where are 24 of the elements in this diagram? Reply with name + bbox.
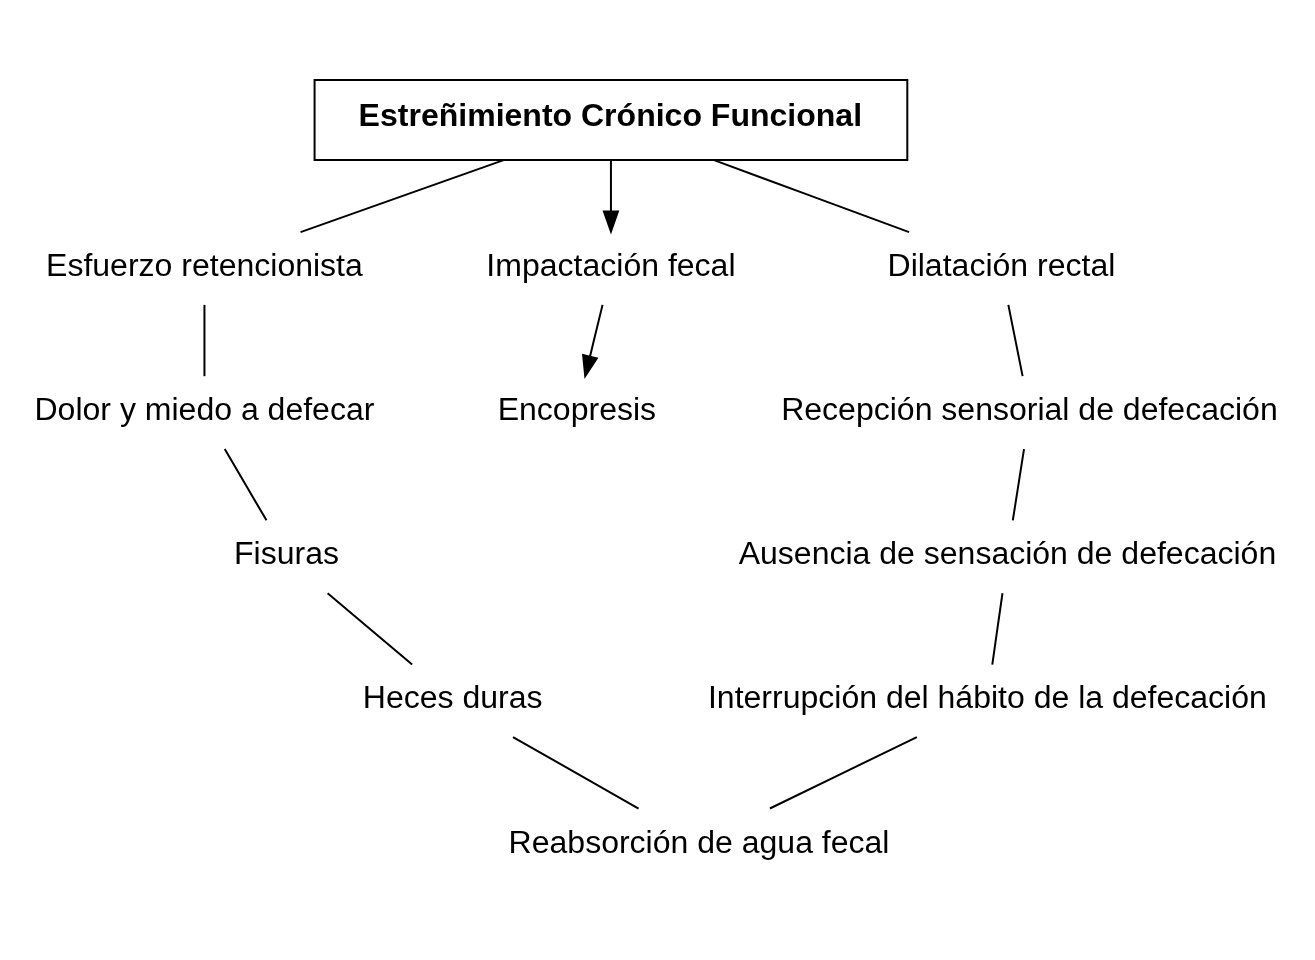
connector xyxy=(223,447,268,521)
node-text: Recepción sensorial de defecación xyxy=(781,390,1278,427)
connector xyxy=(1011,447,1025,521)
connector xyxy=(768,735,918,809)
connector xyxy=(1007,303,1024,377)
node-text: Heces duras xyxy=(362,678,543,715)
node-text: Dilatación rectal xyxy=(887,246,1116,283)
connector xyxy=(713,158,911,233)
connector xyxy=(299,158,505,233)
connector xyxy=(326,591,414,666)
connector xyxy=(512,735,640,809)
node-text: Ausencia de sensación de defecación xyxy=(738,534,1277,571)
node-text: Encopresis xyxy=(497,390,657,427)
connector xyxy=(991,591,1004,666)
node-text: Fisuras xyxy=(234,534,340,571)
node-text: Interrupción del hábito de la defecación xyxy=(707,678,1267,715)
node-text: Reabsorción de agua fecal xyxy=(508,823,890,860)
arrow xyxy=(582,303,604,379)
node-text: Impactación fecal xyxy=(486,246,736,283)
connector xyxy=(203,303,206,377)
arrow xyxy=(602,159,620,234)
node-text: Esfuerzo retencionista xyxy=(46,246,363,283)
node-text: Dolor y miedo a defecar xyxy=(34,390,375,427)
node-box: Estreñimiento Crónico Funcional xyxy=(313,78,909,161)
